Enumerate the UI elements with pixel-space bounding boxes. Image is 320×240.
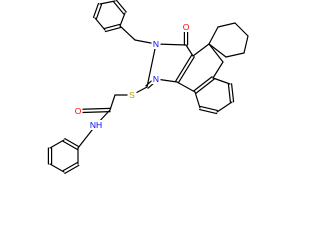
bond-layer — [47, 0, 249, 174]
molecule-structure: O N N S O NH — [47, 0, 249, 174]
bond-line-0b — [62, 140, 78, 150]
bond-line-37 — [208, 43, 227, 58]
bond-line-27 — [192, 43, 210, 57]
bond-line-25b — [115, 0, 127, 13]
atom-n-benzyl: N — [151, 39, 161, 49]
atom-label-n-amide: NH — [90, 120, 102, 130]
molecule-canvas: O N N S O NH — [47, 0, 249, 174]
bond-line-4b — [62, 162, 78, 172]
bond-line-30b — [195, 78, 215, 94]
bond-line-42 — [194, 91, 201, 109]
atom-label-layer: O N N S O NH — [73, 22, 191, 130]
bond-line-3 — [49, 163, 65, 173]
bond-line-8b — [77, 110, 111, 114]
bond-line-39a — [227, 83, 232, 103]
bond-line-24 — [99, 0, 116, 5]
bond-line-30a — [193, 76, 213, 92]
bond-line-40 — [216, 101, 233, 113]
atom-label-s-thioether: S — [129, 90, 135, 100]
bond-line-13 — [146, 43, 157, 88]
bond-line-29 — [212, 61, 224, 79]
bond-line-35 — [243, 35, 249, 54]
bond-line-21b — [104, 26, 122, 33]
atom-s-thioether: S — [127, 90, 137, 100]
atom-label-n-benzyl: N — [153, 39, 159, 49]
bond-line-25a — [113, 1, 125, 15]
bond-line-32 — [208, 26, 219, 45]
atom-label-o-amide: O — [75, 106, 82, 116]
atom-label-o-ketone: O — [183, 22, 190, 32]
bond-line-8a — [77, 107, 111, 111]
bond-line-34 — [234, 22, 249, 37]
bond-line-23b — [92, 2, 100, 19]
atom-n-ring: N — [151, 74, 161, 84]
bond-line-36 — [225, 52, 245, 58]
atom-o-amide: O — [73, 106, 83, 116]
bond-line-1 — [49, 139, 65, 149]
bond-line-38 — [212, 77, 231, 85]
bond-line-22 — [94, 17, 106, 31]
bond-line-28 — [208, 43, 224, 63]
bond-line-31 — [176, 81, 196, 93]
bond-line-21a — [103, 23, 121, 30]
bond-line-26 — [119, 12, 126, 27]
bond-line-23a — [95, 3, 103, 20]
bond-line-4a — [64, 164, 80, 174]
bond-line-17b — [177, 56, 195, 84]
atom-n-amide: NH — [89, 120, 103, 130]
bond-line-14 — [155, 43, 187, 46]
bond-line-20 — [119, 25, 136, 41]
bond-line-41a — [199, 105, 218, 112]
bond-line-17a — [175, 54, 193, 82]
bond-line-39b — [230, 83, 235, 103]
bond-line-0a — [64, 138, 80, 148]
atom-o-ketone: O — [181, 22, 191, 32]
bond-line-16 — [185, 44, 194, 57]
bond-line-41b — [199, 108, 218, 115]
bond-line-33 — [217, 22, 236, 28]
atom-label-n-ring: N — [153, 74, 159, 84]
bond-line-9 — [109, 94, 116, 111]
